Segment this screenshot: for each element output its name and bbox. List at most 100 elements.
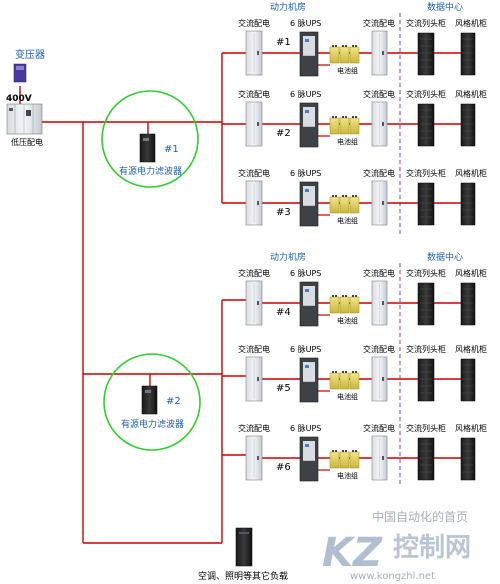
ac-dist-label: 交流配电 [238, 89, 270, 99]
ups-label: 6 脉UPS [290, 18, 321, 28]
battery-bank-icon [329, 450, 360, 469]
battery-bank-icon [329, 371, 360, 390]
ac-dist-cabinet-icon [245, 180, 263, 226]
ac-dist-2-cabinet-icon [371, 356, 388, 402]
battery-label: 电池组 [337, 471, 358, 480]
ac-dist-label: 交流配电 [238, 344, 270, 354]
ups-number: #6 [276, 462, 291, 473]
ac-rack-label: 交流列头柜 [406, 268, 446, 278]
voltage-label: 400V [6, 94, 32, 104]
ups-number: #1 [276, 37, 291, 48]
ups-cabinet-icon [299, 436, 319, 482]
server-cabinet-icon [460, 103, 476, 147]
ac-rack-label: 交流列头柜 [406, 168, 446, 178]
section-2-room-title: 动力机房 [270, 251, 306, 263]
ups-cabinet-icon [299, 31, 319, 77]
ac-dist-2-cabinet-icon [371, 435, 388, 481]
ups-number: #3 [276, 207, 291, 218]
battery-bank-icon [329, 195, 360, 214]
server-cabinet-icon [460, 358, 476, 402]
filter-1: #1 有源电力滤波器 [101, 90, 199, 188]
ups-number: #2 [276, 128, 291, 139]
ac-dist-label: 交流配电 [238, 423, 270, 433]
ac-dist-2-label: 交流配电 [363, 18, 395, 28]
filter-1-number: #1 [164, 144, 179, 155]
ac-rack-label: 交流列头柜 [406, 344, 446, 354]
watermark-brand: 控制网 [393, 533, 471, 563]
ac-rack-label: 交流列头柜 [406, 18, 446, 28]
ac-dist-2-label: 交流配电 [363, 423, 395, 433]
ups-label: 6 脉UPS [290, 423, 321, 433]
watermark-tagline: 中国自动化的首页 [372, 509, 468, 524]
ac-dist-label: 交流配电 [238, 18, 270, 28]
filter-2-ring [103, 353, 201, 451]
battery-bank-icon [329, 295, 360, 314]
server-cabinet-label: 风格机柜 [455, 344, 487, 354]
section-2-dc-title: 数据中心 [427, 251, 463, 263]
ac-dist-2-label: 交流配电 [363, 168, 395, 178]
server-cabinet-label: 风格机柜 [455, 89, 487, 99]
ups-number: #4 [276, 307, 291, 318]
ac-dist-cabinet-icon [245, 435, 263, 481]
ac-rack-cabinet-icon [417, 32, 435, 76]
filter-1-ring [101, 90, 199, 188]
ac-rack-cabinet-icon [417, 358, 435, 402]
ups-cabinet-icon [299, 181, 319, 227]
ups-label: 6 脉UPS [290, 89, 321, 99]
ac-rack-cabinet-icon [417, 182, 435, 226]
server-cabinet-label: 风格机柜 [455, 168, 487, 178]
battery-label: 电池组 [337, 66, 358, 75]
ac-dist-2-label: 交流配电 [363, 89, 395, 99]
ups-label: 6 脉UPS [290, 268, 321, 278]
ac-dist-cabinet-icon [245, 101, 263, 147]
section-1-dc-title: 数据中心 [427, 1, 463, 13]
watermark-logo: KZ [322, 530, 383, 576]
server-cabinet-icon [460, 282, 476, 326]
ups-number: #5 [276, 383, 291, 394]
server-cabinet-label: 风格机柜 [455, 268, 487, 278]
watermark-url: www.kongzhi.net [350, 571, 435, 582]
other-load-cabinet-icon [235, 527, 253, 567]
watermark: 中国自动化的首页 KZ 控制网 www.kongzhi.net [322, 509, 471, 582]
ups-label: 6 脉UPS [290, 344, 321, 354]
filter-1-label: 有源电力滤波器 [119, 165, 182, 177]
battery-bank-icon [329, 116, 360, 135]
ac-dist-cabinet-icon [245, 30, 263, 76]
server-cabinet-label: 风格机柜 [455, 423, 487, 433]
server-cabinet-icon [460, 437, 476, 481]
server-cabinet-icon [460, 182, 476, 226]
battery-label: 电池组 [337, 392, 358, 401]
ups-label: 6 脉UPS [290, 168, 321, 178]
filter-2-label: 有源电力滤波器 [121, 418, 184, 430]
ups-row-6: 交流配电 6 脉UPS 交流配电 交流列头柜风格机柜 #6 电池组 [238, 423, 487, 482]
filter-2-number: #2 [166, 396, 181, 407]
ac-dist-label: 交流配电 [238, 268, 270, 278]
ac-dist-2-cabinet-icon [371, 280, 388, 326]
ac-rack-cabinet-icon [417, 103, 435, 147]
ac-dist-2-cabinet-icon [371, 30, 388, 76]
battery-bank-icon [329, 45, 360, 64]
other-load-label: 空调、照明等其它负载 [198, 570, 288, 582]
filter-2: #2 有源电力滤波器 [103, 353, 201, 451]
lv-panel-icon [6, 103, 43, 135]
battery-label: 电池组 [337, 316, 358, 325]
battery-label: 电池组 [337, 137, 358, 146]
ac-rack-cabinet-icon [417, 282, 435, 326]
ac-dist-2-cabinet-icon [371, 101, 388, 147]
lv-panel: 400V 低压配电 [6, 94, 43, 147]
ups-row-2: 交流配电 6 脉UPS 交流配电 交流列头柜风格机柜 #2 电池组 [238, 89, 487, 148]
ac-dist-label: 交流配电 [238, 168, 270, 178]
ac-rack-label: 交流列头柜 [406, 89, 446, 99]
ac-rack-label: 交流列头柜 [406, 423, 446, 433]
ups-cabinet-icon [299, 281, 319, 327]
battery-label: 电池组 [337, 216, 358, 225]
ac-dist-2-cabinet-icon [371, 180, 388, 226]
transformer: 变压器 [13, 48, 45, 83]
ac-rack-cabinet-icon [417, 437, 435, 481]
ups-row-3: 交流配电 6 脉UPS 交流配电 交流列头柜风格机柜 #3 电池组 [238, 168, 487, 227]
ac-dist-cabinet-icon [245, 280, 263, 326]
